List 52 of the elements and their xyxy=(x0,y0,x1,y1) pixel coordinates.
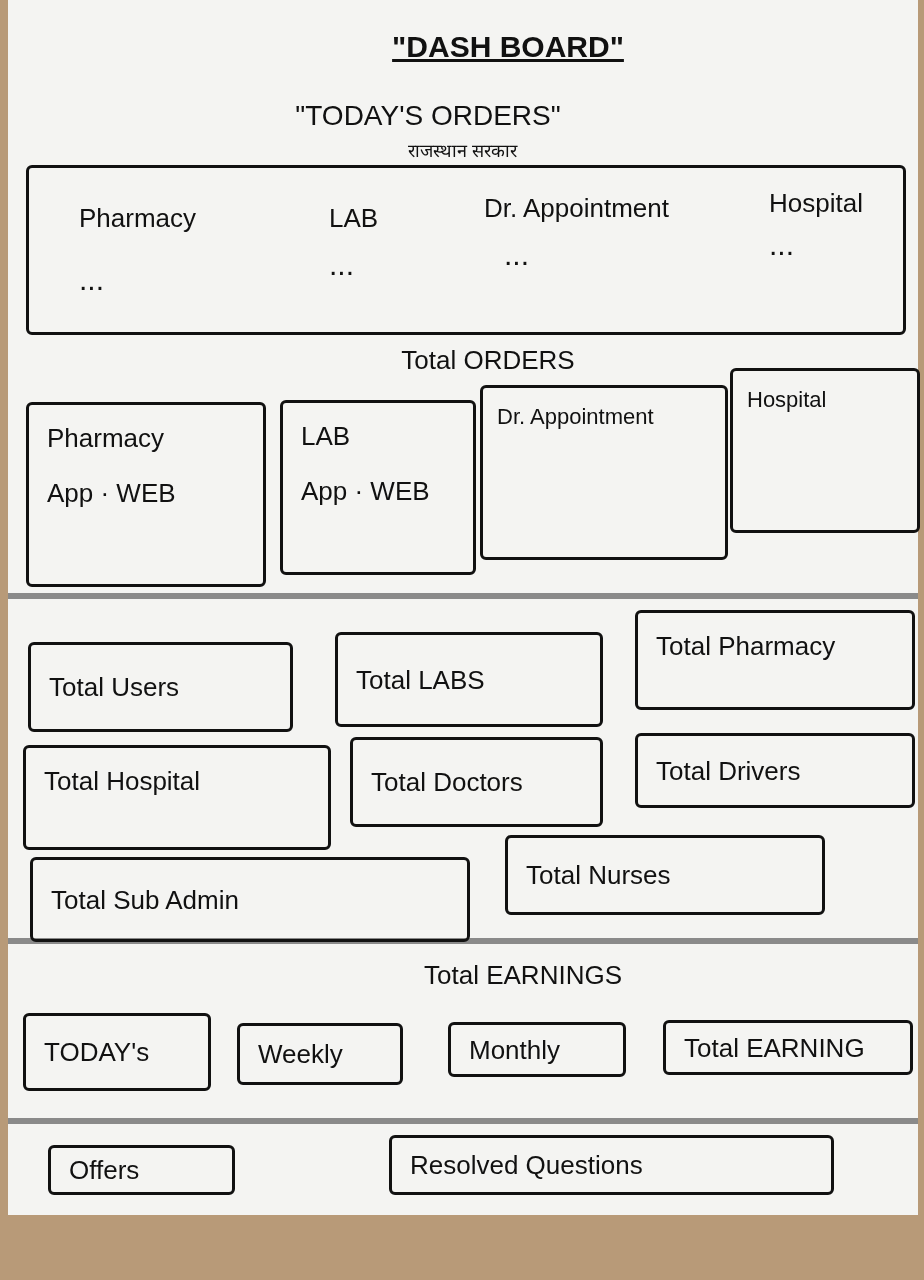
section-heading: "TODAY'S ORDERS" xyxy=(295,100,561,132)
ellipsis: ... xyxy=(769,228,794,262)
stat-card xyxy=(663,1020,913,1075)
card-label: Total Sub Admin xyxy=(51,884,239,916)
card-label: Total Nurses xyxy=(526,860,671,891)
stat-card xyxy=(48,1145,235,1195)
ellipsis: ... xyxy=(79,263,104,297)
card-label: Weekly xyxy=(258,1039,343,1070)
card-label: Total Users xyxy=(49,672,180,703)
card-label: Total Hospital xyxy=(44,766,201,797)
card-label: Total EARNING xyxy=(684,1032,865,1064)
stat-card xyxy=(350,737,603,827)
section-heading: Total ORDERS xyxy=(401,345,575,376)
stat-card xyxy=(23,1013,211,1091)
card-label: Total Drivers xyxy=(656,755,801,787)
card-label: Resolved Questions xyxy=(410,1150,643,1181)
page-title: "DASH BOARD" xyxy=(392,30,624,64)
stat-card xyxy=(448,1022,626,1077)
stat-card xyxy=(30,857,470,942)
stat-card xyxy=(335,632,603,727)
card-label: LAB xyxy=(329,203,379,234)
stat-card xyxy=(730,368,920,533)
stat-card xyxy=(389,1135,834,1195)
ellipsis: ... xyxy=(504,238,529,272)
stat-card xyxy=(505,835,825,915)
card-label: LAB xyxy=(301,421,351,452)
stat-card xyxy=(23,745,331,850)
stat-card xyxy=(635,733,915,808)
stat-card xyxy=(280,400,476,575)
card-label: Offers xyxy=(69,1155,140,1186)
card-label: Pharmacy xyxy=(47,423,165,454)
card-label: Hospital xyxy=(769,188,863,219)
card-label: Dr. Appointment xyxy=(497,404,654,430)
card-label: Hospital xyxy=(747,387,827,413)
stat-card xyxy=(28,642,293,732)
card-label: Total LABS xyxy=(356,664,485,696)
ellipsis: ... xyxy=(329,248,354,282)
section-heading: राजस्थान सरकार xyxy=(408,140,518,162)
card-label: TODAY's xyxy=(44,1037,150,1068)
card-label: Pharmacy xyxy=(79,203,197,234)
card-label: Total Pharmacy xyxy=(656,631,836,662)
stat-card xyxy=(635,610,915,710)
card-label: Monthly xyxy=(469,1034,561,1066)
stat-card xyxy=(26,402,266,587)
orders-panel xyxy=(26,165,906,335)
card-label: App · WEB xyxy=(47,478,176,509)
section-heading: Total EARNINGS xyxy=(424,960,622,991)
card-label: Dr. Appointment xyxy=(484,193,669,224)
card-label: Total Doctors xyxy=(371,767,523,798)
stat-card xyxy=(480,385,728,560)
card-label: App · WEB xyxy=(301,476,430,507)
stat-card xyxy=(237,1023,403,1085)
